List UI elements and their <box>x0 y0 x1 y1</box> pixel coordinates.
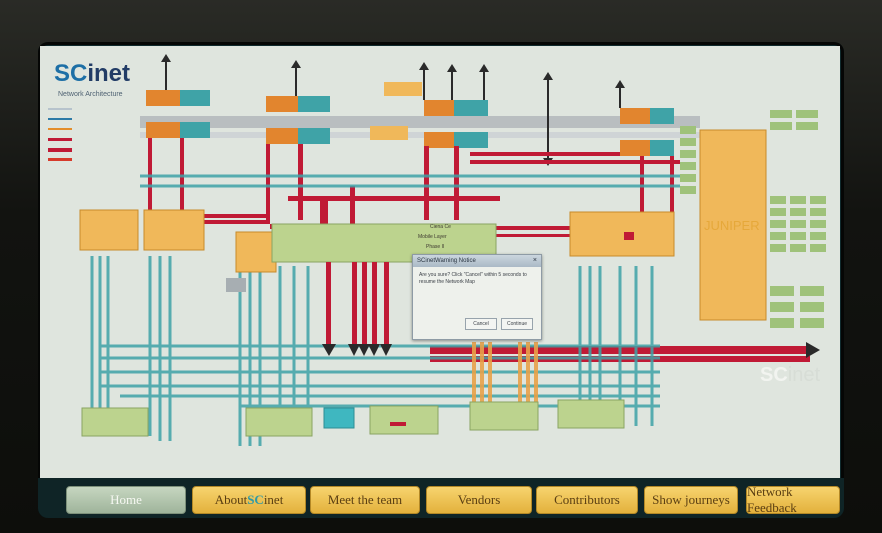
nav-about-suffix: inet <box>263 492 284 507</box>
nav-about-brand: SC <box>247 492 264 507</box>
scinet-logo: SCinet <box>54 60 131 87</box>
top-bus-2 <box>140 132 700 138</box>
logo-subtitle: Network Architecture <box>58 91 123 98</box>
right-node <box>569 211 675 257</box>
arrow-heads <box>161 54 625 166</box>
core-sublabel: Mobile Layer <box>418 234 447 240</box>
dialog-message: Are you sure? Click "Cancel" within 5 se… <box>419 272 527 285</box>
nav-feedback-button[interactable]: Network Feedback <box>746 484 840 515</box>
nav-journeys-button[interactable]: Show journeys <box>644 486 738 514</box>
left-nodes <box>79 209 277 292</box>
core-label: Ciena Ce <box>430 224 451 230</box>
juniper-label: JUNIPER <box>704 218 760 233</box>
scinet-watermark: SCinet <box>760 364 821 386</box>
nav-about-prefix: About <box>214 492 248 507</box>
nav-team-button[interactable]: Meet the team <box>310 486 420 514</box>
top-bus <box>140 116 700 128</box>
warning-dialog: SCinetWarning Notice × Are you sure? Cli… <box>412 254 542 340</box>
dialog-cancel-button[interactable]: Cancel <box>465 318 497 330</box>
nav-vendors-button[interactable]: Vendors <box>426 486 532 514</box>
nav-home-button[interactable]: Home <box>66 486 186 514</box>
core-sublabel-2: Phase II <box>426 244 444 250</box>
juniper-router <box>699 129 767 321</box>
right-arrow <box>806 342 820 358</box>
dialog-title-bar: SCinetWarning Notice × <box>413 255 541 267</box>
bottom-nodes <box>81 399 625 437</box>
dialog-title: SCinetWarning Notice <box>417 258 476 264</box>
nav-contributors-button[interactable]: Contributors <box>536 486 638 514</box>
right-node-port <box>624 232 634 240</box>
core-downlinks <box>322 262 392 356</box>
touch-screen: SCinet Network Architecture <box>38 42 844 518</box>
top-routers <box>146 82 674 156</box>
orange-bundles <box>472 342 538 422</box>
uplink-arrows <box>165 60 621 162</box>
network-diagram: SCinet Network Architecture <box>40 46 840 478</box>
dialog-continue-button[interactable]: Continue <box>501 318 533 330</box>
diagram-graphics: Ciena Ce Mobile Layer Phase II JUNIPER <box>48 54 826 446</box>
close-icon[interactable]: × <box>532 257 537 264</box>
legend <box>48 108 72 161</box>
right-switch-grid <box>680 110 826 328</box>
